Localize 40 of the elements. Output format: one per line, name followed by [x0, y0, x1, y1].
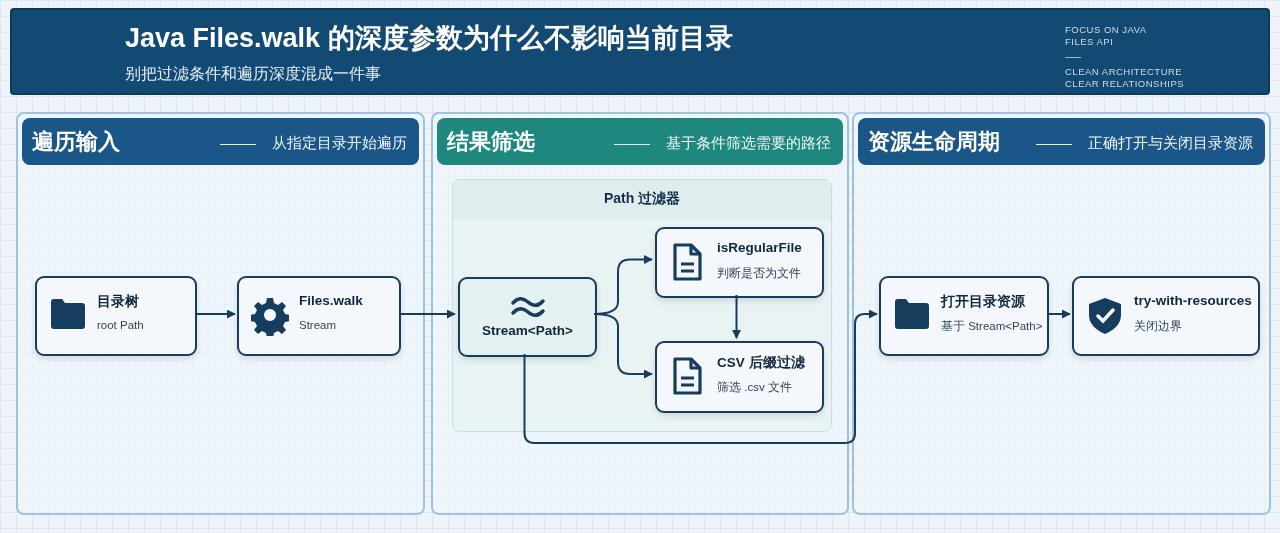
section-title: 结果筛选: [447, 128, 535, 156]
process-box: [655, 341, 824, 413]
node-title: Files.walk: [299, 293, 363, 308]
title: Java Files.walk 的深度参数为什么不影响当前目录: [125, 22, 733, 55]
group-title: Path 过滤器: [602, 190, 682, 208]
tag-text: FOCUS ON JAVA FILES API: [1065, 24, 1148, 48]
section-title: 资源生命周期: [868, 128, 1000, 156]
tag-text: CLEAN ARCHITECTURE CLEAR RELATIONSHIPS: [1065, 66, 1186, 90]
node-title: CSV 后缀过滤: [717, 354, 805, 372]
section-panel: [431, 112, 849, 515]
node-subtitle: Stream: [299, 319, 337, 331]
section-panel: [16, 112, 425, 515]
node-title: 打开目录资源: [941, 293, 1025, 311]
section-subtitle: 从指定目录开始遍历: [272, 134, 407, 153]
arrow: [1046, 309, 1071, 319]
node-subtitle: 基于 Stream<Path>: [941, 319, 1043, 334]
arrow: [194, 309, 236, 319]
arrow: [398, 309, 456, 319]
arrow: [523, 309, 878, 444]
process-box: [879, 276, 1049, 356]
section-title: 遍历输入: [32, 128, 120, 156]
process-box: [35, 276, 197, 356]
process-box: [1072, 276, 1260, 356]
filter-group: [452, 179, 832, 432]
section-subtitle: 基于条件筛选需要的路径: [666, 134, 831, 153]
section-subtitle: 正确打开与关闭目录资源: [1088, 134, 1253, 153]
node-subtitle: 关闭边界: [1134, 319, 1182, 334]
subtitle: 别把过滤条件和遍历深度混成一件事: [125, 64, 381, 84]
process-box: [458, 277, 597, 357]
node-title: try-with-resources: [1134, 293, 1252, 308]
process-box: [237, 276, 401, 356]
section-panel: [852, 112, 1271, 515]
node-subtitle: 判断是否为文件: [717, 265, 801, 281]
node-title: Stream<Path>: [481, 323, 574, 338]
node-subtitle: 筛选 .csv 文件: [717, 380, 792, 395]
node-subtitle: root Path: [97, 319, 144, 331]
arrow: [732, 294, 741, 339]
process-box: [655, 227, 824, 298]
node-title: isRegularFile: [717, 239, 802, 255]
node-title: 目录树: [97, 293, 139, 311]
